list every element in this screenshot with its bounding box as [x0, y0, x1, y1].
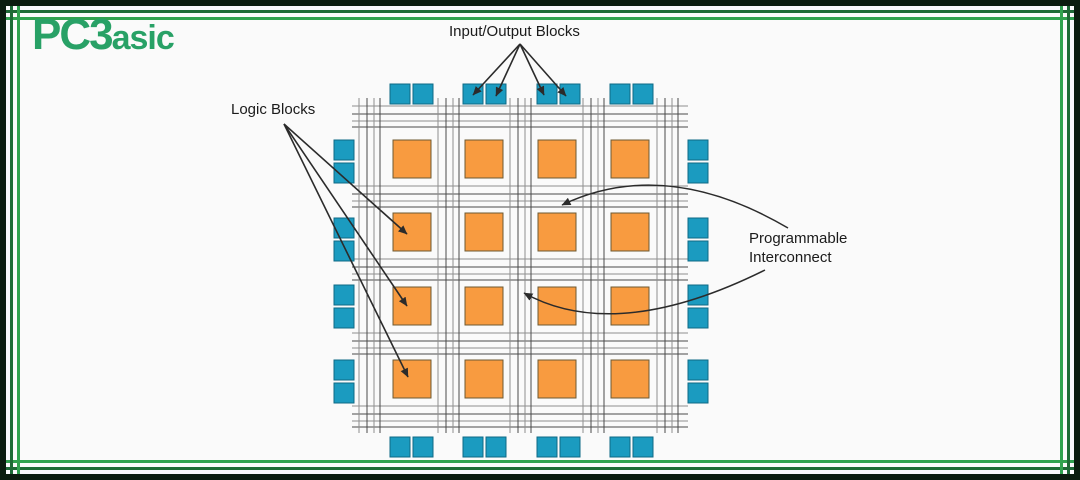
callout-arrow — [283, 123, 408, 235]
logic-block — [610, 359, 650, 399]
io-block — [536, 436, 558, 458]
io-block — [333, 162, 355, 184]
callout-arrow — [283, 123, 408, 307]
io-block — [485, 83, 507, 105]
io-block — [687, 382, 709, 404]
io-block — [412, 83, 434, 105]
io-block — [609, 83, 631, 105]
io-block — [687, 240, 709, 262]
io-block — [333, 307, 355, 329]
logic-block — [464, 359, 504, 399]
logic-blocks-label: Logic Blocks — [231, 101, 316, 118]
logic-block — [610, 212, 650, 252]
logic-block — [537, 212, 577, 252]
io-block — [609, 436, 631, 458]
logic-block — [464, 286, 504, 326]
callout-curved-arrow — [561, 184, 789, 229]
io-block — [333, 139, 355, 161]
logic-block — [464, 212, 504, 252]
callout-arrow — [495, 43, 521, 97]
io-block — [412, 436, 434, 458]
logic-block — [610, 286, 650, 326]
io-block — [389, 436, 411, 458]
callout-arrow — [283, 123, 409, 378]
io-block — [333, 382, 355, 404]
pcbasic-logo: PC3asic — [32, 10, 175, 60]
logo-text-suffix: asic — [111, 19, 175, 57]
io-block — [333, 240, 355, 262]
logic-block — [537, 139, 577, 179]
callout-arrow — [519, 43, 567, 97]
io-block — [559, 436, 581, 458]
io-block — [333, 284, 355, 306]
io-block — [389, 83, 411, 105]
callout-arrow — [472, 43, 521, 96]
io-block — [559, 83, 581, 105]
callout-curved-arrow — [523, 269, 766, 315]
logo-text-main: PC3 — [32, 10, 114, 59]
io-block — [333, 359, 355, 381]
io-block — [687, 217, 709, 239]
logic-block — [392, 139, 432, 179]
io-block — [462, 436, 484, 458]
io-block — [687, 359, 709, 381]
io-block — [687, 139, 709, 161]
io-block — [333, 217, 355, 239]
logic-block — [464, 139, 504, 179]
io-block — [632, 436, 654, 458]
programmable-interconnect-label-line2: Interconnect — [749, 249, 832, 266]
logic-block — [610, 139, 650, 179]
io-blocks-label: Input/Output Blocks — [449, 23, 580, 40]
logic-block — [537, 359, 577, 399]
logic-block — [392, 212, 432, 252]
programmable-interconnect-label: Programmable Interconnect — [749, 229, 847, 267]
io-block — [687, 162, 709, 184]
io-block — [632, 83, 654, 105]
programmable-interconnect-label-line1: Programmable — [749, 230, 848, 247]
io-block — [485, 436, 507, 458]
callout-arrow — [519, 43, 545, 96]
logic-block — [392, 359, 432, 399]
io-block — [687, 307, 709, 329]
